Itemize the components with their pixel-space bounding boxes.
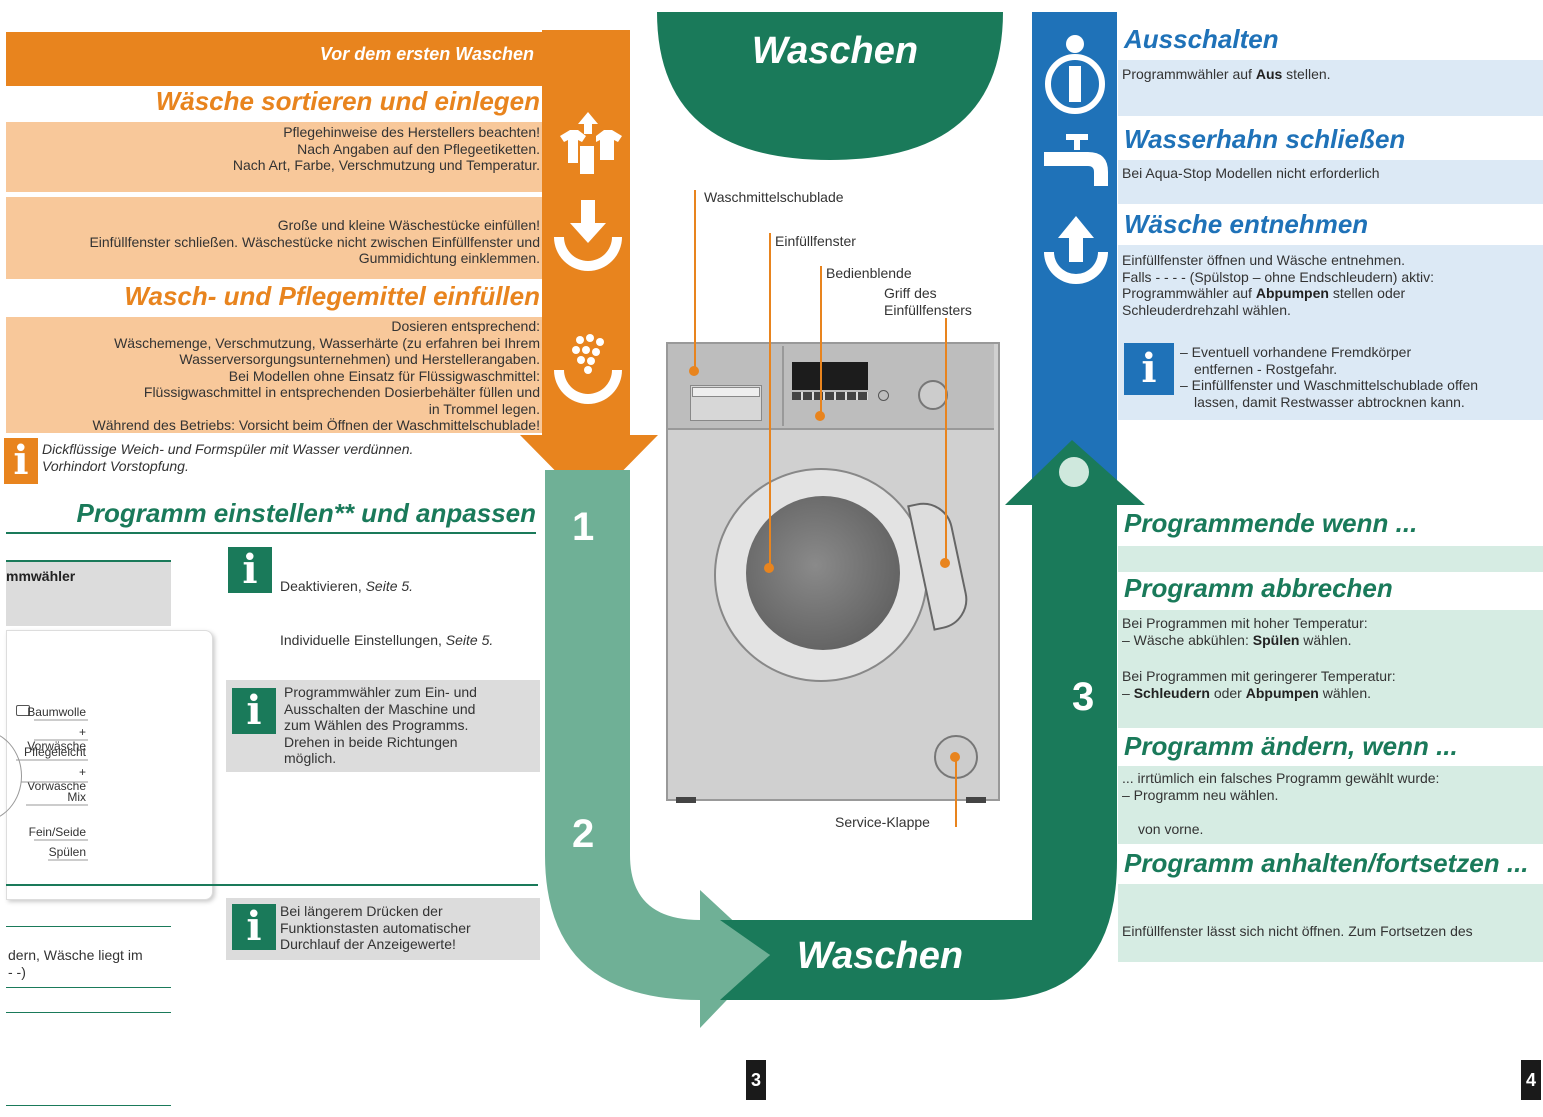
- dial-label: Mix: [67, 790, 86, 804]
- top-semicircle: [657, 12, 1003, 160]
- sort-title: Wäsche sortieren und einlegen: [155, 86, 540, 116]
- label-drawer: Waschmittelschublade: [704, 189, 844, 205]
- label-service: Service-Klappe: [835, 814, 930, 830]
- selector-box: [6, 562, 171, 626]
- dial-label: Spülen: [48, 845, 86, 859]
- function-buttons[interactable]: [792, 392, 868, 400]
- individual-text: Individuelle Einstellungen, Seite 5.: [280, 632, 494, 648]
- program-title: Programm einstellen** und anpassen: [76, 498, 536, 528]
- display: [792, 362, 868, 390]
- tap-icon: [1044, 134, 1108, 186]
- info-icon: i: [1124, 343, 1174, 395]
- program-dial[interactable]: [918, 380, 948, 410]
- load-text: Große und kleine Wäschestücke einfüllen!…: [89, 217, 540, 266]
- detergent-band: [6, 317, 542, 433]
- orange-banner: [6, 32, 542, 86]
- info-icon: i: [228, 547, 272, 593]
- label-handle: Griff des Einfüllfensters: [884, 285, 972, 318]
- green-arrow-right: [720, 440, 1145, 1000]
- abort-text: Bei Programmen mit hoher Temperatur: – W…: [1122, 615, 1396, 701]
- info-icon: i: [232, 904, 276, 950]
- green-arrow-left: [545, 470, 770, 1028]
- change-text: ... irrtümlich ein falsches Programm gew…: [1122, 770, 1440, 837]
- detergent-icon: [554, 334, 622, 404]
- info-icon: i: [232, 688, 276, 734]
- dial-label: Baumwolle: [27, 705, 86, 719]
- bottom-title: Waschen: [796, 935, 964, 977]
- step-3: 3: [1072, 675, 1095, 719]
- sort-text: Pflegehinweise des Herstellers beachten!…: [232, 124, 540, 173]
- tap-title: Wasserhahn schließen: [1124, 124, 1406, 154]
- remove-info-text: – Eventuell vorhandene Fremdkörper entfe…: [1180, 344, 1479, 410]
- off-title: Ausschalten: [1124, 24, 1279, 54]
- step-2: 2: [572, 812, 595, 856]
- remove-icon: [1044, 216, 1108, 284]
- top-title: Waschen: [751, 30, 919, 72]
- cut-text: dern, Wäsche liegt im- -): [8, 947, 143, 980]
- pause-text: Einfüllfenster lässt sich nicht öffnen. …: [1122, 923, 1473, 939]
- load-band: [6, 197, 542, 279]
- sort-band: [6, 122, 542, 192]
- info-icon: i: [4, 438, 38, 484]
- deactivate-text: Deaktivieren, Seite 5.: [280, 578, 414, 594]
- remove-text: Einfüllfenster öffnen und Wäsche entnehm…: [1122, 252, 1435, 318]
- drum: [746, 496, 900, 650]
- load-arrow-icon: [554, 200, 622, 271]
- end-title: Programmende wenn ...: [1124, 508, 1418, 538]
- dial-panel: [6, 630, 213, 900]
- label-panel: Bedienblende: [826, 265, 912, 281]
- page-number: 4: [1521, 1060, 1541, 1100]
- label-door: Einfüllfenster: [775, 233, 856, 249]
- step-1: 1: [572, 505, 595, 549]
- remove-title: Wäsche entnehmen: [1124, 209, 1369, 239]
- tap-text: Bei Aqua-Stop Modellen nicht erforderlic…: [1122, 165, 1380, 181]
- detergent-text: Dosieren entsprechend:Wäschemenge, Versc…: [92, 318, 540, 433]
- selector-label: mmwähler: [6, 568, 76, 584]
- banner-text: Vor dem ersten Waschen: [319, 44, 534, 64]
- dial-label: Fein/Seide: [28, 825, 86, 839]
- dial-label: Pflegeleicht: [23, 745, 86, 759]
- info-note: Dickflüssige Weich- und Formspüler mit W…: [42, 441, 414, 474]
- detergent-title: Wasch- und Pflegemittel einfüllen: [124, 281, 540, 311]
- page-number: 3: [746, 1060, 766, 1100]
- dial-label: + Vorwäsche: [27, 725, 86, 753]
- pause-title: Programm anhalten/fortsetzen ...: [1124, 848, 1529, 878]
- shirts-icon: [560, 112, 622, 174]
- button-info-box: [226, 898, 540, 960]
- selector-info-box: [226, 680, 540, 772]
- off-text: Programmwähler auf Aus stellen.: [1122, 66, 1331, 82]
- abort-title: Programm abbrechen: [1124, 573, 1393, 603]
- change-title: Programm ändern, wenn ...: [1124, 731, 1458, 761]
- off-icon: [1045, 35, 1105, 114]
